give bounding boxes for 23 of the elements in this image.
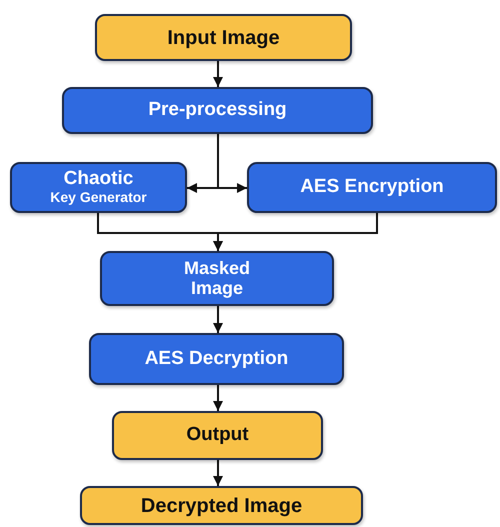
node-label: Masked Image [182,258,252,298]
node-sublabel: Key Generator [50,190,147,206]
terminal-box [112,411,323,460]
node-label: Decrypted Image [140,494,302,516]
node-label: AES Decryption [144,348,288,370]
process-box [89,333,344,385]
arrow [213,385,223,411]
process-box [247,162,497,213]
terminal-box [80,486,363,525]
node-label: AES Encryption [300,177,444,198]
node-label: Chaotic [64,169,134,190]
arrow [213,213,378,251]
node-label: Pre-processing [148,100,287,121]
arrow [213,61,223,87]
arrow [213,306,223,333]
process-box [10,162,187,213]
node-label: Input Image [167,26,280,48]
arrow [217,134,247,193]
node-label: Output [186,425,249,446]
arrow [213,460,223,486]
process-box [100,251,334,306]
process-box [62,87,373,134]
terminal-box [95,14,352,61]
